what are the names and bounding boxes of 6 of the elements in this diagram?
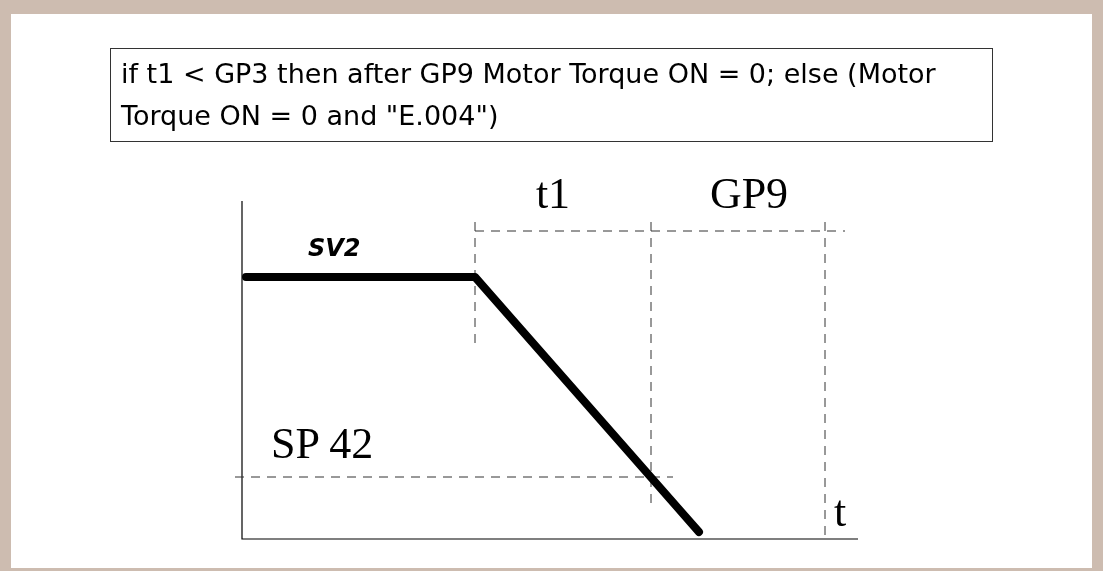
- signal-label: SV2: [308, 236, 361, 260]
- axis-label: t: [834, 490, 847, 534]
- setpoint-label: SP 42: [271, 422, 374, 466]
- interval-label: GP9: [709, 172, 789, 216]
- condition-box: if t1 < GP3 then after GP9 Motor Torque ON = 0; else (Motor Torque ON = 0 and "E.004"): [110, 48, 993, 142]
- interval-label: t1: [535, 172, 571, 216]
